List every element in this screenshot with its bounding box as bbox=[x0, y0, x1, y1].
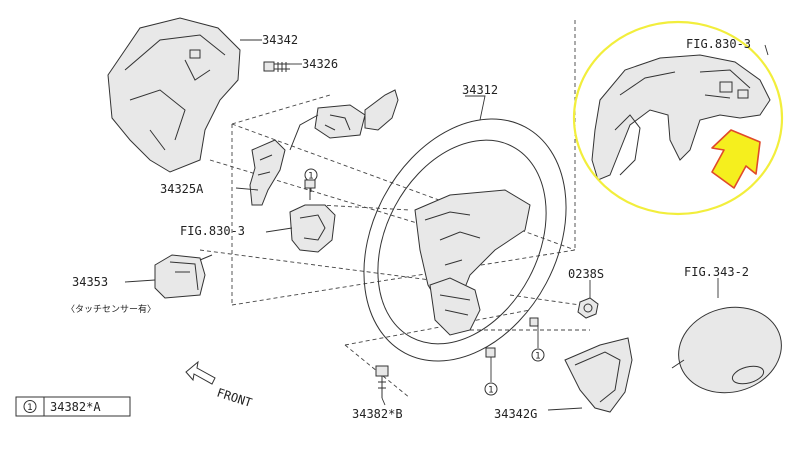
paddle-shifter-assembly bbox=[289, 89, 399, 151]
label-34326: 34326 bbox=[302, 57, 338, 71]
label-fig343-2: FIG.343-2 bbox=[684, 265, 749, 279]
callout-marker-1-right: 1 bbox=[535, 352, 541, 362]
legend-text: 34382*A bbox=[50, 400, 101, 414]
bolt-34382B bbox=[375, 365, 389, 398]
assembly-dashed-lines bbox=[199, 20, 590, 399]
label-touch-sensor-note: 〈タッチセンサー有〉 bbox=[66, 303, 156, 315]
label-34312: 34312 bbox=[462, 83, 498, 97]
callout-marker-1: 1 bbox=[308, 172, 314, 182]
front-direction-arrow bbox=[185, 360, 216, 385]
label-34382B: 34382*B bbox=[352, 407, 403, 421]
lower-cover-34342G bbox=[564, 337, 633, 413]
label-front: FRONT bbox=[215, 386, 254, 410]
nut-0238S bbox=[577, 297, 599, 319]
upper-cover-34342 bbox=[107, 17, 241, 173]
callout-marker-1-bottom: 1 bbox=[488, 386, 494, 396]
switch-fig830-3 bbox=[289, 204, 336, 253]
legend: 1 34382*A bbox=[15, 396, 131, 417]
label-0238S: 0238S bbox=[568, 267, 604, 281]
airbag-fig343-2 bbox=[671, 306, 782, 394]
sensor-34353 bbox=[154, 254, 213, 299]
label-34325A: 34325A bbox=[160, 182, 204, 196]
label-34342: 34342 bbox=[262, 33, 298, 47]
label-fig830-3-top: FIG.830-3 bbox=[686, 37, 751, 51]
paddle-34325A bbox=[249, 139, 286, 206]
legend-marker: 1 bbox=[27, 403, 33, 413]
label-34342G: 34342G bbox=[494, 407, 537, 421]
steering-switch-highlighted bbox=[591, 54, 771, 181]
screw-marker-right: 1 bbox=[529, 317, 545, 362]
leader-lines bbox=[124, 39, 769, 411]
screw-marker-bottom: 1 bbox=[484, 347, 498, 396]
steering-wheel-34312 bbox=[363, 118, 567, 362]
screw-34326 bbox=[263, 61, 290, 72]
label-34353: 34353 bbox=[72, 275, 108, 289]
highlight-arrow bbox=[711, 129, 761, 189]
bolt-with-marker: 1 bbox=[304, 168, 318, 200]
highlight-ellipse bbox=[572, 20, 784, 216]
label-fig830-3-mid: FIG.830-3 bbox=[180, 224, 245, 238]
